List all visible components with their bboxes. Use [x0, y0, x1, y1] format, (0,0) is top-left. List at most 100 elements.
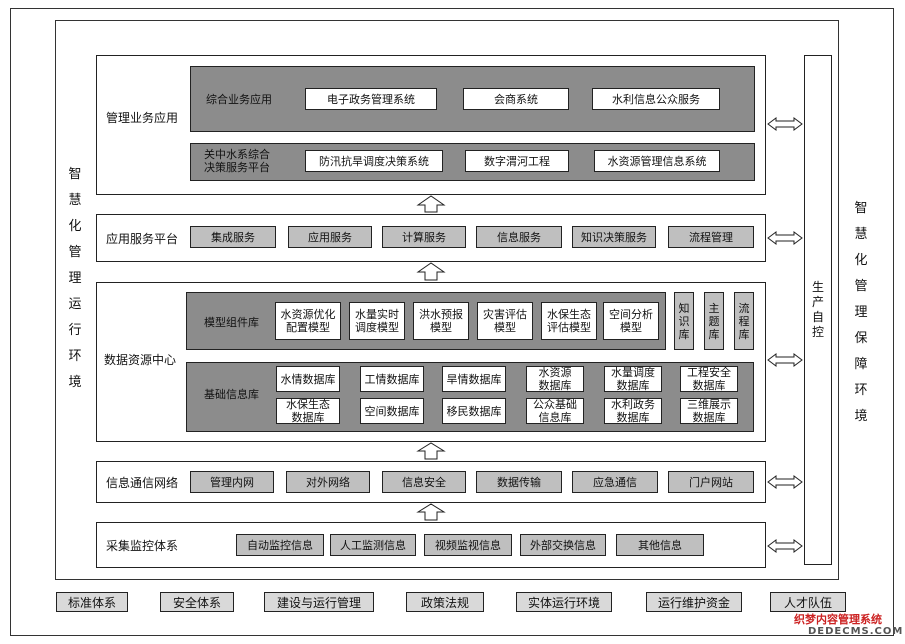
- management-app-title: 管理业务应用: [106, 110, 179, 125]
- bottom-talent: 人才队伍: [770, 592, 846, 612]
- bottom-security: 安全体系: [160, 592, 234, 612]
- db-row2-3: 移民数据库: [442, 398, 506, 424]
- db-row2-5: 水利政务数据库: [604, 398, 662, 424]
- production-control-label: 生产 自控: [811, 280, 824, 339]
- db-row1-3-line1: 旱情数据库: [446, 372, 502, 386]
- process-mgmt-box: 流程管理: [668, 226, 754, 248]
- bottom-standards: 标准体系: [56, 592, 128, 612]
- db-row2-5-line1: 水利政务: [611, 398, 655, 411]
- db-row1-6: 工程安全数据库: [680, 366, 738, 392]
- db-row1-1: 水情数据库: [276, 366, 340, 392]
- other-info-box: 其他信息: [616, 534, 704, 556]
- bottom-environment: 实体运行环境: [516, 592, 612, 612]
- double-arrow-icon-1: [767, 117, 803, 131]
- data-center-title: 数据资源中心: [104, 352, 177, 367]
- video-monitor-box: 视频监视信息: [424, 534, 512, 556]
- app-service-title: 应用服务平台: [106, 231, 179, 246]
- db-row2-4: 公众基础信息库: [526, 398, 584, 424]
- model-box-2: 水量实时调度模型: [349, 302, 405, 340]
- model-box-5: 水保生态评估模型: [541, 302, 597, 340]
- flood-drought-system-box: 防汛抗旱调度决策系统: [305, 150, 443, 172]
- model-box-3-line2: 模型: [430, 321, 452, 334]
- model-box-5-line1: 水保生态: [547, 308, 591, 321]
- db-row1-4-line2: 数据库: [538, 379, 572, 392]
- db-row1-2-line1: 工情数据库: [364, 372, 420, 386]
- db-row2-1-line2: 数据库: [291, 411, 325, 424]
- model-box-6-line2: 模型: [620, 321, 642, 334]
- manual-monitor-box: 人工监测信息: [330, 534, 416, 556]
- compute-service-box: 计算服务: [382, 226, 466, 248]
- integration-service-box: 集成服务: [190, 226, 276, 248]
- up-arrow-icon-3: [416, 442, 446, 460]
- water-resource-system-box: 水资源管理信息系统: [594, 150, 720, 172]
- monitor-title: 采集监控体系: [106, 538, 179, 553]
- integrated-business-label: 综合业务应用: [206, 93, 272, 106]
- db-row1-3: 旱情数据库: [442, 366, 506, 392]
- db-row2-2-line1: 空间数据库: [364, 404, 420, 418]
- db-row2-6-line2: 数据库: [692, 411, 726, 424]
- db-row2-2: 空间数据库: [360, 398, 424, 424]
- knowledge-library: 知识库: [674, 292, 694, 350]
- digital-weihe-box: 数字渭河工程: [465, 150, 569, 172]
- bottom-construction: 建设与运行管理: [264, 592, 374, 612]
- emergency-comm-box: 应急通信: [572, 471, 658, 493]
- consultation-system-box: 会商系统: [463, 88, 569, 110]
- db-row2-1: 水保生态数据库: [276, 398, 340, 424]
- model-box-4-line2: 模型: [494, 321, 516, 334]
- db-row1-2: 工情数据库: [360, 366, 424, 392]
- model-box-2-line1: 水量实时: [355, 308, 399, 321]
- double-arrow-icon-4: [767, 475, 803, 489]
- db-row2-3-line1: 移民数据库: [446, 404, 502, 418]
- portal-box: 门户网站: [668, 471, 754, 493]
- knowledge-service-box: 知识决策服务: [572, 226, 656, 248]
- db-row1-5: 水量调度数据库: [604, 366, 662, 392]
- model-box-6-line1: 空间分析: [609, 308, 653, 321]
- model-box-2-line2: 调度模型: [355, 321, 399, 334]
- application-service-box: 应用服务: [288, 226, 372, 248]
- auto-monitor-box: 自动监控信息: [236, 534, 324, 556]
- db-row2-4-line2: 信息库: [538, 411, 572, 424]
- decision-platform-label: 关中水系综合 决策服务平台: [204, 148, 270, 174]
- db-row1-4-line1: 水资源: [538, 366, 572, 379]
- up-arrow-icon-2: [416, 262, 446, 281]
- model-box-1: 水资源优化配置模型: [275, 302, 341, 340]
- db-row1-5-line1: 水量调度: [611, 366, 655, 379]
- double-arrow-icon-5: [767, 539, 803, 553]
- production-control-column: [804, 55, 832, 565]
- db-row1-6-line1: 工程安全: [687, 366, 731, 379]
- left-side-label: 智慧化 管理运 行环境: [68, 167, 82, 390]
- db-row2-6-line1: 三维展示: [687, 398, 731, 411]
- model-label: 模型组件库: [204, 316, 259, 329]
- external-exchange-box: 外部交换信息: [520, 534, 606, 556]
- model-box-5-line2: 评估模型: [547, 321, 591, 334]
- network-title: 信息通信网络: [106, 475, 179, 490]
- bottom-funding: 运行维护资金: [646, 592, 742, 612]
- db-row2-6: 三维展示数据库: [680, 398, 738, 424]
- inner-frame: [55, 20, 839, 580]
- model-box-1-line2: 配置模型: [286, 321, 330, 334]
- external-network-box: 对外网络: [286, 471, 370, 493]
- db-row1-5-line2: 数据库: [616, 379, 650, 392]
- db-row1-1-line1: 水情数据库: [280, 372, 336, 386]
- right-side-label: 智慧化 管理保 障环境: [854, 201, 868, 424]
- model-box-6: 空间分析模型: [603, 302, 659, 340]
- up-arrow-icon-4: [416, 503, 446, 521]
- public-service-box: 水利信息公众服务: [592, 88, 720, 110]
- watermark-line1: 织梦内容管理系统: [794, 613, 882, 626]
- double-arrow-icon-2: [767, 231, 803, 245]
- db-row1-4: 水资源数据库: [526, 366, 584, 392]
- outer-frame: [10, 8, 894, 636]
- db-row2-4-line1: 公众基础: [533, 398, 577, 411]
- watermark-line2: DEDECMS.COM: [808, 626, 904, 637]
- theme-library: 主题库: [704, 292, 724, 350]
- model-box-1-line1: 水资源优化: [280, 308, 336, 321]
- up-arrow-icon-1: [416, 195, 446, 213]
- model-box-3-line1: 洪水预报: [419, 308, 463, 321]
- decision-platform-label-line2: 决策服务平台: [204, 161, 270, 174]
- model-box-4: 灾害评估模型: [477, 302, 533, 340]
- db-row2-1-line1: 水保生态: [286, 398, 330, 411]
- model-box-3: 洪水预报模型: [413, 302, 469, 340]
- bottom-policy: 政策法规: [406, 592, 484, 612]
- decision-platform-label-line1: 关中水系综合: [204, 148, 270, 161]
